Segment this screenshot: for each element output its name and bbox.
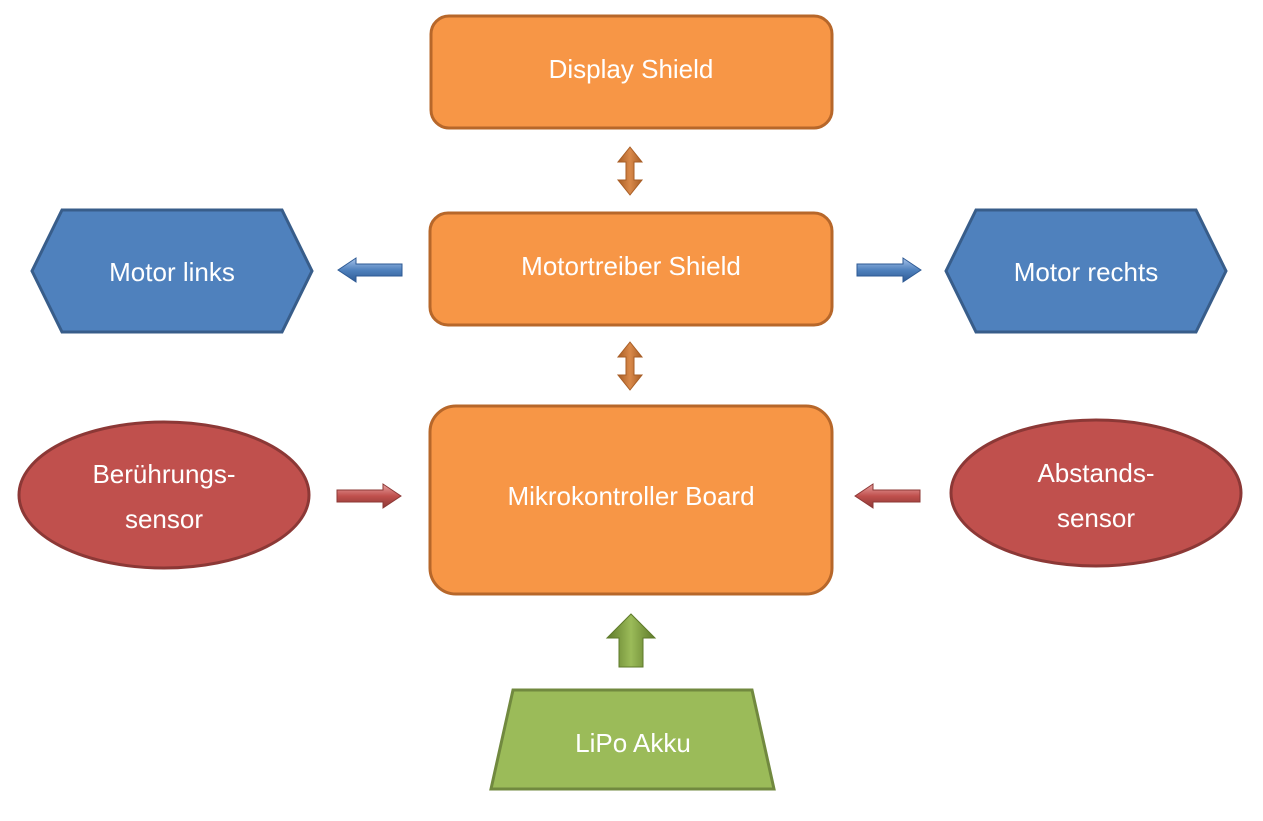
motor-rechts-label: Motor rechts (1014, 257, 1159, 287)
motortreiber-shield-label: Motortreiber Shield (521, 251, 741, 281)
display-shield-label: Display Shield (549, 54, 714, 84)
lipo-akku-label: LiPo Akku (575, 728, 691, 758)
display-shield-box (429, 14, 834, 130)
beruehrungssensor-node: Berührungs- sensor (17, 420, 311, 570)
arrow-motortreiber-mikrokontroller (616, 341, 644, 391)
display-shield-node: Display Shield (429, 14, 834, 130)
mikrokontroller-board-node: Mikrokontroller Board (428, 404, 834, 596)
motortreiber-shield-node: Motortreiber Shield (428, 211, 834, 327)
motortreiber-shield-box (428, 211, 834, 327)
beruehrungssensor-ellipse (17, 420, 311, 570)
motor-rechts-hexagon (944, 208, 1228, 334)
mikrokontroller-board-label: Mikrokontroller Board (507, 481, 754, 511)
lipo-akku-trapezoid (489, 688, 776, 791)
motor-links-hexagon (30, 208, 314, 334)
motor-links-node: Motor links (30, 208, 314, 334)
arrow-to-motor-rechts (856, 257, 922, 283)
abstandssensor-node: Abstands- sensor (949, 418, 1243, 568)
motor-links-label: Motor links (109, 257, 235, 287)
arrow-to-motor-links (337, 257, 403, 283)
motor-rechts-node: Motor rechts (944, 208, 1228, 334)
arrow-from-lipo-akku (605, 613, 657, 668)
beruehrungssensor-label-line1: Berührungs- (92, 459, 235, 489)
abstandssensor-ellipse (949, 418, 1243, 568)
abstandssensor-label-line1: Abstands- (1037, 458, 1154, 488)
arrow-display-motortreiber (616, 146, 644, 196)
arrow-from-beruehrungssensor (336, 483, 402, 509)
abstandssensor-label-line2: sensor (1057, 503, 1135, 533)
mikrokontroller-board-box (428, 404, 834, 596)
lipo-akku-node: LiPo Akku (489, 688, 776, 791)
beruehrungssensor-label-line2: sensor (125, 504, 203, 534)
arrow-from-abstandssensor (854, 483, 921, 509)
